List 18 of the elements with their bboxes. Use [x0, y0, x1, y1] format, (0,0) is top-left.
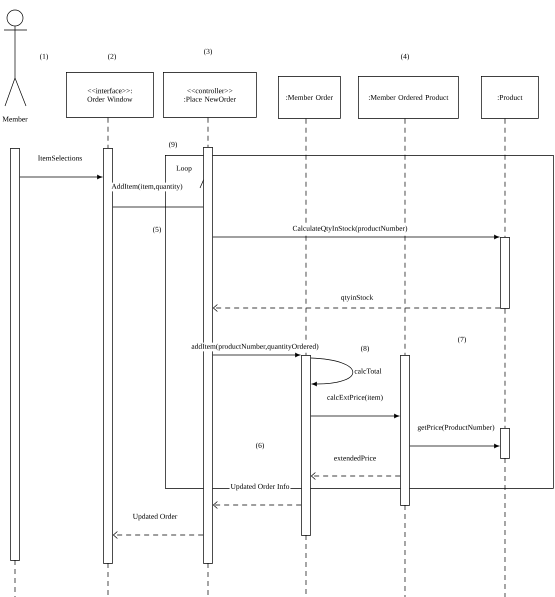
lifeline [404, 118, 406, 356]
message-arrow [212, 234, 500, 240]
activation-bar [10, 148, 20, 561]
lifeline [504, 308, 506, 428]
message-arrow [410, 444, 500, 448]
message-arrow [310, 414, 400, 418]
message-arrow [20, 174, 102, 180]
lifeline [504, 118, 506, 238]
message-arrow [310, 472, 400, 480]
message-arrow [212, 501, 302, 509]
activation-bar [400, 355, 410, 506]
message-arrow [112, 531, 204, 539]
activation-bar [301, 355, 311, 536]
self-message-arrow [310, 358, 354, 386]
message-arrow [212, 304, 500, 312]
activation-bar [500, 237, 510, 309]
activation-bar [500, 428, 510, 459]
message-arrow [212, 352, 300, 358]
